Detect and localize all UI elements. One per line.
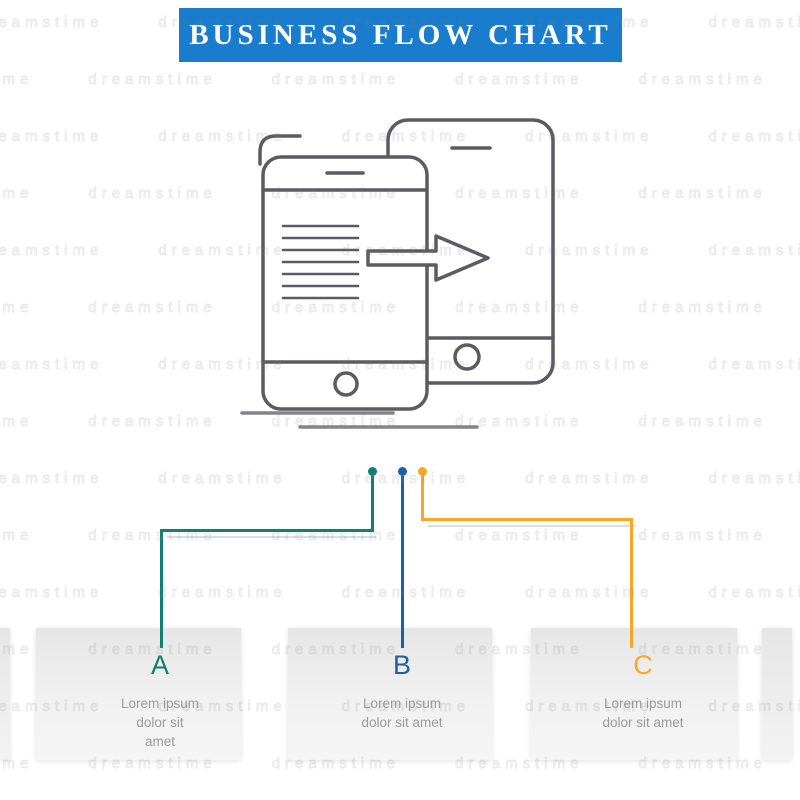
- step-letter-a: A: [150, 650, 169, 680]
- step-letter-c: C: [633, 650, 653, 680]
- step-card-b: B Lorem ipsum dolor sit amet: [288, 628, 492, 760]
- connector-a-horizontal: [160, 529, 374, 532]
- edge-card-right: [762, 628, 792, 760]
- step-text-line: Lorem ipsum: [362, 696, 442, 711]
- dot-step-c: [418, 467, 427, 476]
- screen-text-lines: [281, 224, 360, 300]
- step-text-line: Lorem ipsum: [120, 696, 200, 711]
- connector-a-vertical-bottom: [160, 529, 163, 648]
- step-letter-b: B: [392, 650, 412, 680]
- step-text-a: Lorem ipsum dolor sit amet: [120, 694, 201, 751]
- step-text-line: dolor sit amet: [136, 715, 184, 749]
- connector-b-vertical: [401, 476, 404, 648]
- icon-underlines: [240, 411, 479, 429]
- connector-c-shadow: [428, 525, 635, 527]
- connector-c-horizontal: [421, 518, 633, 521]
- dot-step-a: [368, 467, 377, 476]
- connector-c-vertical-bottom: [630, 518, 633, 648]
- step-card-a: A Lorem ipsum dolor sit amet: [36, 628, 241, 760]
- dot-step-b: [398, 467, 407, 476]
- step-text-line: dolor sit amet: [361, 715, 443, 730]
- step-text-b: Lorem ipsum dolor sit amet: [361, 694, 442, 732]
- edge-card-left: [0, 628, 10, 760]
- connector-c-vertical-top: [421, 476, 424, 521]
- step-text-c: Lorem ipsum dolor sit amet: [602, 694, 683, 732]
- step-card-c: C Lorem ipsum dolor sit amet: [531, 628, 737, 760]
- flap-line: [258, 134, 302, 166]
- page-title: BUSINESS FLOW CHART: [189, 18, 612, 51]
- title-banner: BUSINESS FLOW CHART: [179, 8, 622, 62]
- step-text-line: Lorem ipsum: [603, 696, 683, 711]
- step-text-line: dolor sit amet: [602, 715, 684, 730]
- front-phone: [261, 155, 429, 411]
- mobile-data-transfer-icon: [240, 118, 555, 429]
- connector-a-shadow: [167, 536, 376, 538]
- connector-a-vertical-top: [371, 476, 374, 530]
- arrow-right-icon: [366, 234, 490, 282]
